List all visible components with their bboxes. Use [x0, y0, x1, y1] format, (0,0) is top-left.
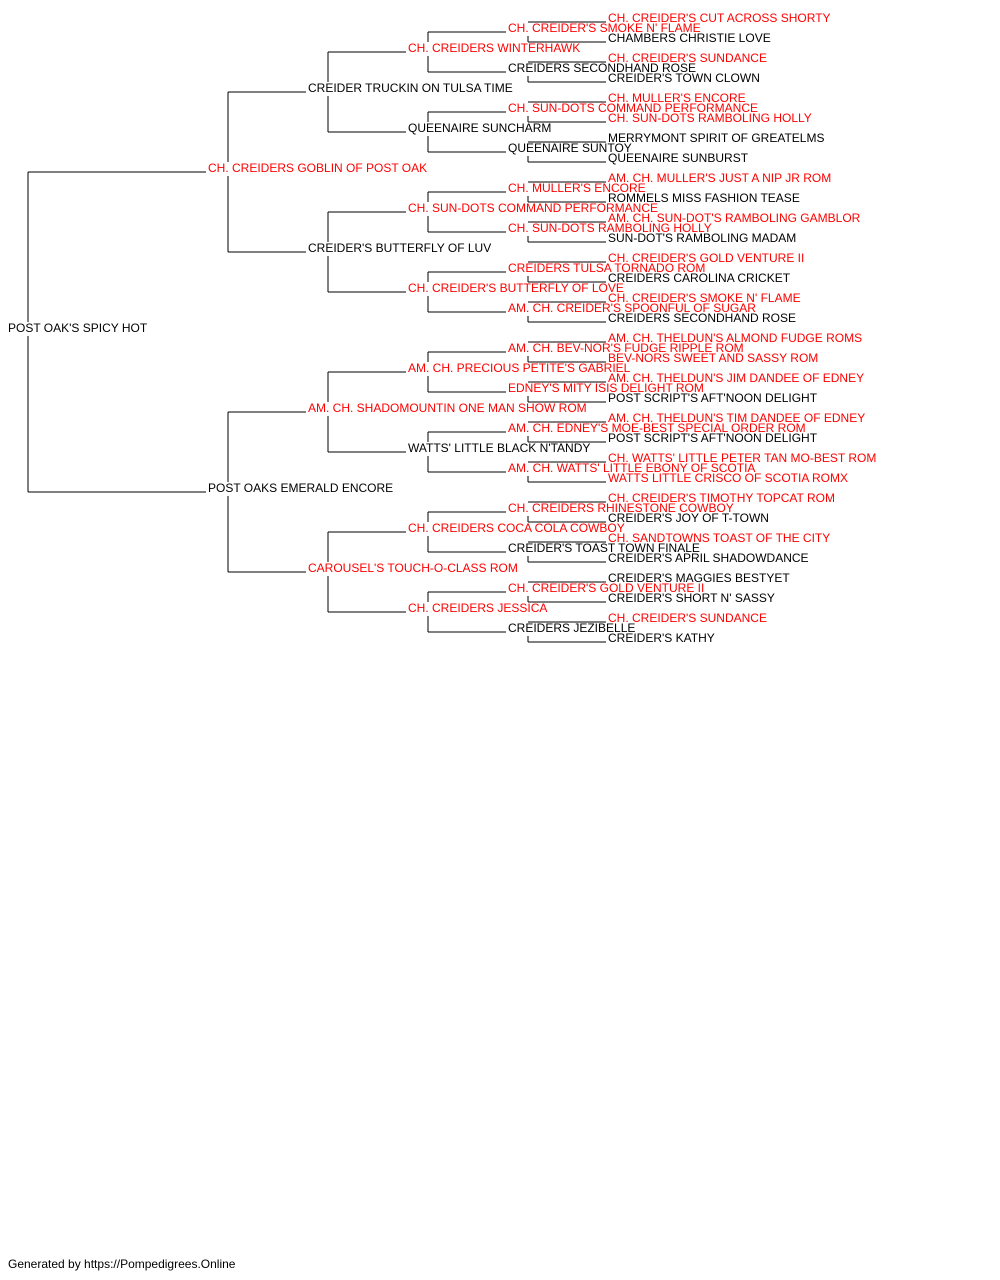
- pedigree-name-dam.dam.dam.sire.dam: CREIDER'S SHORT N' SASSY: [608, 591, 775, 605]
- pedigree-name-dam.dam.dam: CH. CREIDERS JESSICA: [408, 601, 547, 615]
- pedigree-name-sire.dam.dam.dam.dam: CREIDERS SECONDHAND ROSE: [608, 311, 796, 325]
- pedigree-name-dam.sire.sire.dam.dam: POST SCRIPT'S AFT'NOON DELIGHT: [608, 391, 818, 405]
- pedigree-name-sire.sire.dam.dam.sire: MERRYMONT SPIRIT OF GREATELMS: [608, 131, 824, 145]
- pedigree-name-dam.sire: AM. CH. SHADOMOUNTIN ONE MAN SHOW ROM: [308, 401, 587, 415]
- pedigree-name-sire.sire.dam.sire.dam: CH. SUN-DOTS RAMBOLING HOLLY: [608, 111, 812, 125]
- pedigree-name-sire.sire.dam.dam: QUEENAIRE SUNTOY: [508, 141, 632, 155]
- pedigree-name-sire.dam: CREIDER'S BUTTERFLY OF LUV: [308, 241, 491, 255]
- pedigree-name-dam.sire.dam.sire: AM. CH. EDNEY'S MOE-BEST SPECIAL ORDER R…: [508, 421, 806, 435]
- pedigree-name-sire.sire.dam.sire: CH. SUN-DOTS COMMAND PERFORMANCE: [508, 101, 758, 115]
- pedigree-name-sire.sire.sire.dam.dam: CREIDER'S TOWN CLOWN: [608, 71, 760, 85]
- pedigree-name-dam.sire.sire: AM. CH. PRECIOUS PETITE'S GABRIEL: [408, 361, 631, 375]
- pedigree-name-dam.dam.sire.dam.sire: CH. SANDTOWNS TOAST OF THE CITY: [608, 531, 830, 545]
- pedigree-name-sire.dam.dam.sire.dam: CREIDERS CAROLINA CRICKET: [608, 271, 791, 285]
- pedigree-name-sire.dam.dam.dam.sire: CH. CREIDER'S SMOKE N' FLAME: [608, 291, 801, 305]
- pedigree-name-dam.sire.sire.sire: AM. CH. BEV-NOR'S FUDGE RIPPLE ROM: [508, 341, 744, 355]
- pedigree-name-dam.sire.sire.sire.sire: AM. CH. THELDUN'S ALMOND FUDGE ROMS: [608, 331, 862, 345]
- pedigree-name-sire.sire.sire.sire.dam: CHAMBERS CHRISTIE LOVE: [608, 31, 771, 45]
- pedigree-name-sire.sire.dam: QUEENAIRE SUNCHARM: [408, 121, 551, 135]
- pedigree-name-dam.dam: CAROUSEL'S TOUCH-O-CLASS ROM: [308, 561, 518, 575]
- pedigree-name-sire.dam.sire.sire.sire: AM. CH. MULLER'S JUST A NIP JR ROM: [608, 171, 831, 185]
- pedigree-name-dam.dam.sire.sire.dam: CREIDER'S JOY OF T-TOWN: [608, 511, 769, 525]
- pedigree-name-dam.dam.dam.dam.dam: CREIDER'S KATHY: [608, 631, 715, 645]
- pedigree-name-sire.dam.sire.dam: CH. SUN-DOTS RAMBOLING HOLLY: [508, 221, 712, 235]
- pedigree-name-sire.dam.dam.dam: AM. CH. CREIDER'S SPOONFUL OF SUGAR: [508, 301, 756, 315]
- pedigree-name-sire.dam.sire.sire.dam: ROMMELS MISS FASHION TEASE: [608, 191, 800, 205]
- generated-by-footer: Generated by https://Pompedigrees.Online: [8, 1257, 236, 1271]
- pedigree-name-dam.dam.sire.dam.dam: CREIDER'S APRIL SHADOWDANCE: [608, 551, 809, 565]
- pedigree-name-sire.dam.sire.dam.dam: SUN-DOT'S RAMBOLING MADAM: [608, 231, 796, 245]
- pedigree-name-sire.dam.sire.sire: CH. MULLER'S ENCORE: [508, 181, 646, 195]
- pedigree-name-dam.dam.dam.sire.sire: CREIDER'S MAGGIES BESTYET: [608, 571, 790, 585]
- pedigree-name-sire.dam.dam.sire.sire: CH. CREIDER'S GOLD VENTURE II: [608, 251, 804, 265]
- pedigree-name-sire.sire.sire: CH. CREIDERS WINTERHAWK: [408, 41, 580, 55]
- pedigree-name-sire.sire.sire.dam.sire: CH. CREIDER'S SUNDANCE: [608, 51, 767, 65]
- pedigree-name-dam: POST OAKS EMERALD ENCORE: [208, 481, 393, 495]
- pedigree-name-dam.sire.dam.dam.sire: CH. WATTS' LITTLE PETER TAN MO-BEST ROM: [608, 451, 876, 465]
- pedigree-name-sire.sire: CREIDER TRUCKIN ON TULSA TIME: [308, 81, 513, 95]
- pedigree-name-sire.dam.sire.dam.sire: AM. CH. SUN-DOT'S RAMBOLING GAMBLOR: [608, 211, 861, 225]
- pedigree-name-dam.sire.dam.sire.dam: POST SCRIPT'S AFT'NOON DELIGHT: [608, 431, 818, 445]
- pedigree-name-sire.sire.sire.dam: CREIDERS SECONDHAND ROSE: [508, 61, 696, 75]
- pedigree-name-subject: POST OAK'S SPICY HOT: [8, 321, 148, 335]
- pedigree-name-sire.sire.dam.sire.sire: CH. MULLER'S ENCORE: [608, 91, 746, 105]
- pedigree-name-dam.sire.sire.dam: EDNEY'S MITY ISIS DELIGHT ROM: [508, 381, 704, 395]
- pedigree-name-dam.sire.sire.sire.dam: BEV-NORS SWEET AND SASSY ROM: [608, 351, 818, 365]
- pedigree-name-sire.sire.dam.dam.dam: QUEENAIRE SUNBURST: [608, 151, 749, 165]
- pedigree-name-dam.dam.dam.dam.sire: CH. CREIDER'S SUNDANCE: [608, 611, 767, 625]
- pedigree-name-dam.sire.dam.sire.sire: AM. CH. THELDUN'S TIM DANDEE OF EDNEY: [608, 411, 865, 425]
- pedigree-name-dam.sire.dam.dam: AM. CH. WATTS' LITTLE EBONY OF SCOTIA: [508, 461, 755, 475]
- pedigree-name-sire: CH. CREIDERS GOBLIN OF POST OAK: [208, 161, 427, 175]
- pedigree-name-sire.dam.sire: CH. SUN-DOTS COMMAND PERFORMANCE: [408, 201, 658, 215]
- pedigree-name-dam.sire.dam.dam.dam: WATTS LITTLE CRISCO OF SCOTIA ROMX: [608, 471, 848, 485]
- pedigree-name-sire.sire.sire.sire.sire: CH. CREIDER'S CUT ACROSS SHORTY: [608, 11, 831, 25]
- pedigree-name-dam.dam.sire.sire.sire: CH. CREIDER'S TIMOTHY TOPCAT ROM: [608, 491, 835, 505]
- pedigree-name-dam.dam.dam.sire: CH. CREIDER'S GOLD VENTURE II: [508, 581, 704, 595]
- pedigree-name-sire.dam.dam: CH. CREIDER'S BUTTERFLY OF LOVE: [408, 281, 624, 295]
- pedigree-name-dam.sire.sire.dam.sire: AM. CH. THELDUN'S JIM DANDEE OF EDNEY: [608, 371, 864, 385]
- pedigree-name-sire.sire.sire.sire: CH. CREIDER'S SMOKE N' FLAME: [508, 21, 701, 35]
- pedigree-name-dam.sire.dam: WATTS' LITTLE BLACK N'TANDY: [408, 441, 590, 455]
- pedigree-name-dam.dam.sire.dam: CREIDER'S TOAST TOWN FINALE: [508, 541, 700, 555]
- pedigree-name-dam.dam.dam.dam: CREIDERS JEZIBELLE: [508, 621, 635, 635]
- pedigree-name-sire.dam.dam.sire: CREIDERS TULSA TORNADO ROM: [508, 261, 705, 275]
- pedigree-name-dam.dam.sire: CH. CREIDERS COCA COLA COWBOY: [408, 521, 625, 535]
- pedigree-name-dam.dam.sire.sire: CH. CREIDERS RHINESTONE COWBOY: [508, 501, 734, 515]
